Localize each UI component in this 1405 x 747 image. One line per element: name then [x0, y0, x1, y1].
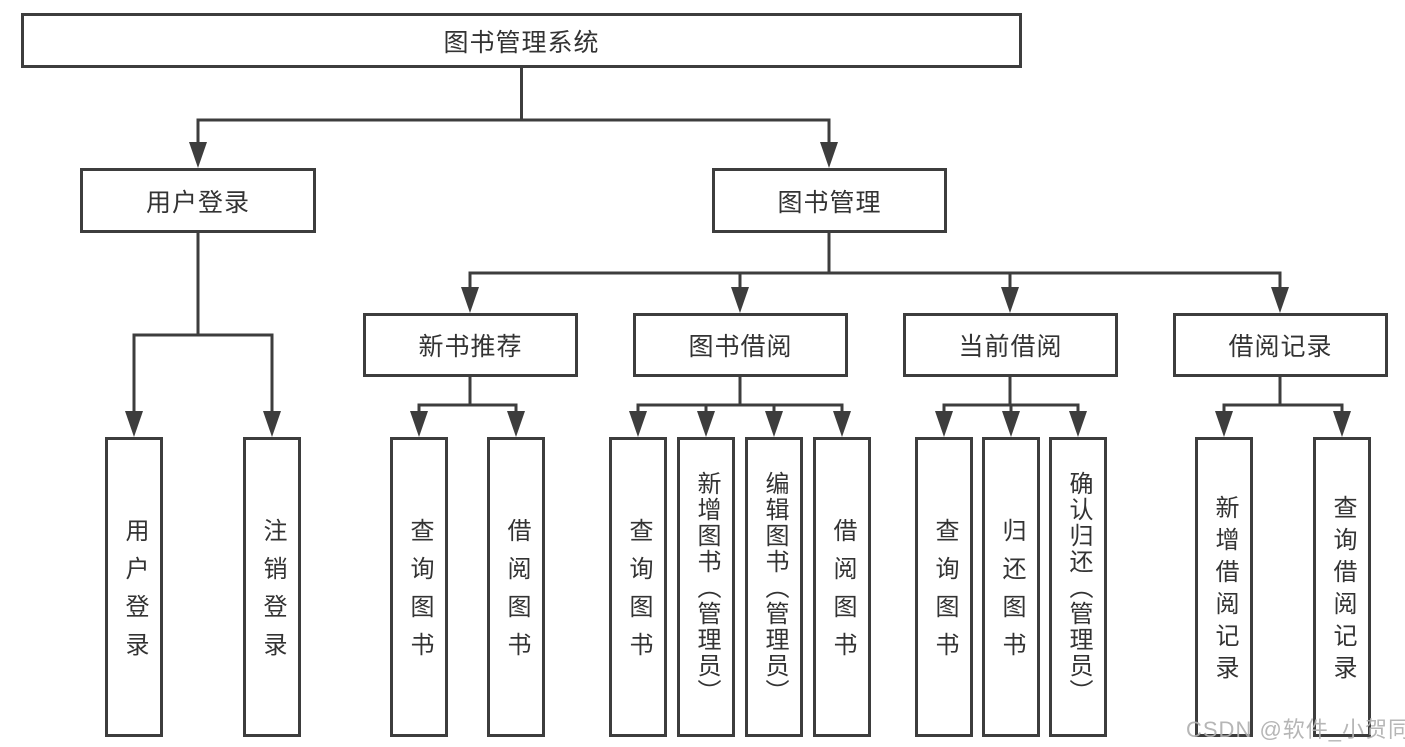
node-book-management: 图书管理 — [712, 168, 947, 233]
node-book-borrow: 图书借阅 — [633, 313, 848, 377]
leaf-recommend-borrow-book: 借阅图书 — [487, 437, 545, 737]
leaf-current-return-book-label: 归还图书 — [998, 518, 1025, 670]
leaf-recommend-query-book-label: 查询图书 — [406, 518, 433, 670]
leaf-borrow-add-book-admin-label: 新增图书（管理员） — [693, 471, 720, 705]
leaf-current-query-book-label: 查询图书 — [931, 518, 958, 670]
leaf-borrow-query-book-label: 查询图书 — [625, 518, 652, 670]
node-borrow-records: 借阅记录 — [1173, 313, 1388, 377]
connector-userlogin-children — [125, 232, 281, 437]
leaf-borrow-query-book: 查询图书 — [609, 437, 667, 737]
leaf-record-query-record: 查询借阅记录 — [1313, 437, 1371, 737]
csdn-watermark: CSDN @软件_小贺同学 — [1186, 717, 1405, 742]
node-root: 图书管理系统 — [21, 13, 1022, 68]
leaf-recommend-borrow-book-label: 借阅图书 — [503, 518, 530, 670]
leaf-user-login-label: 用户登录 — [121, 518, 148, 670]
leaf-current-confirm-return-admin: 确认归还（管理员） — [1049, 437, 1107, 737]
leaf-current-return-book: 归还图书 — [982, 437, 1040, 737]
connector-newbook-children — [410, 377, 525, 437]
node-book-borrow-label: 图书借阅 — [688, 333, 793, 361]
leaf-borrow-edit-book-admin: 编辑图书（管理员） — [745, 437, 803, 737]
node-current-borrow-label: 当前借阅 — [958, 333, 1063, 361]
leaf-logout-label: 注销登录 — [259, 518, 286, 670]
leaf-record-add-record: 新增借阅记录 — [1195, 437, 1253, 737]
leaf-borrow-add-book-admin: 新增图书（管理员） — [677, 437, 735, 737]
node-new-book-recommend: 新书推荐 — [363, 313, 578, 377]
connector-bookmgmt-children — [461, 232, 1289, 313]
node-user-login-label: 用户登录 — [145, 188, 250, 217]
connector-borrowrecord-children — [1215, 377, 1351, 437]
node-new-book-recommend-label: 新书推荐 — [418, 333, 523, 361]
leaf-record-query-record-label: 查询借阅记录 — [1329, 495, 1356, 687]
connector-currentborrow-children — [935, 377, 1087, 437]
leaf-borrow-edit-book-admin-label: 编辑图书（管理员） — [761, 471, 788, 705]
node-root-label: 图书管理系统 — [443, 28, 600, 57]
leaf-current-query-book: 查询图书 — [915, 437, 973, 737]
leaf-user-login: 用户登录 — [105, 437, 163, 737]
leaf-borrow-borrow-book: 借阅图书 — [813, 437, 871, 737]
node-user-login: 用户登录 — [80, 168, 316, 233]
leaf-recommend-query-book: 查询图书 — [390, 437, 448, 737]
leaf-borrow-borrow-book-label: 借阅图书 — [829, 518, 856, 670]
node-book-management-label: 图书管理 — [777, 188, 882, 217]
leaf-current-confirm-return-admin-label: 确认归还（管理员） — [1065, 471, 1092, 705]
connector-root-to-level2 — [189, 68, 838, 168]
leaf-record-add-record-label: 新增借阅记录 — [1211, 495, 1238, 687]
node-borrow-records-label: 借阅记录 — [1228, 333, 1333, 361]
connector-bookborrow-children — [629, 377, 851, 437]
leaf-logout: 注销登录 — [243, 437, 301, 737]
node-current-borrow: 当前借阅 — [903, 313, 1118, 377]
